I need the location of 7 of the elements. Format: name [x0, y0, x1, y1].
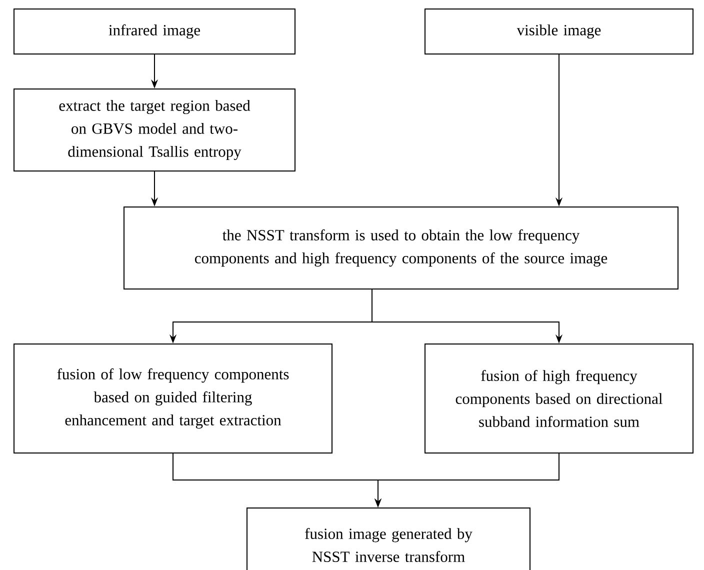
process-box: extract the target region based on GBVS model and two-dimensional Tsallis entropy — [14, 88, 296, 172]
process-box: the NSST transform is used to obtain the low frequency components and high frequency components of the source image — [124, 206, 678, 290]
process-box: fusion of high frequency components based on directional subband information sum — [424, 344, 694, 454]
process-box: fusion of low frequency components based on guided filtering enhancement and target extraction — [14, 344, 332, 454]
process-box: infrared image — [14, 8, 296, 54]
process-box: fusion image generated by NSST inverse transform — [246, 508, 530, 570]
process-box: visible image — [424, 8, 694, 54]
